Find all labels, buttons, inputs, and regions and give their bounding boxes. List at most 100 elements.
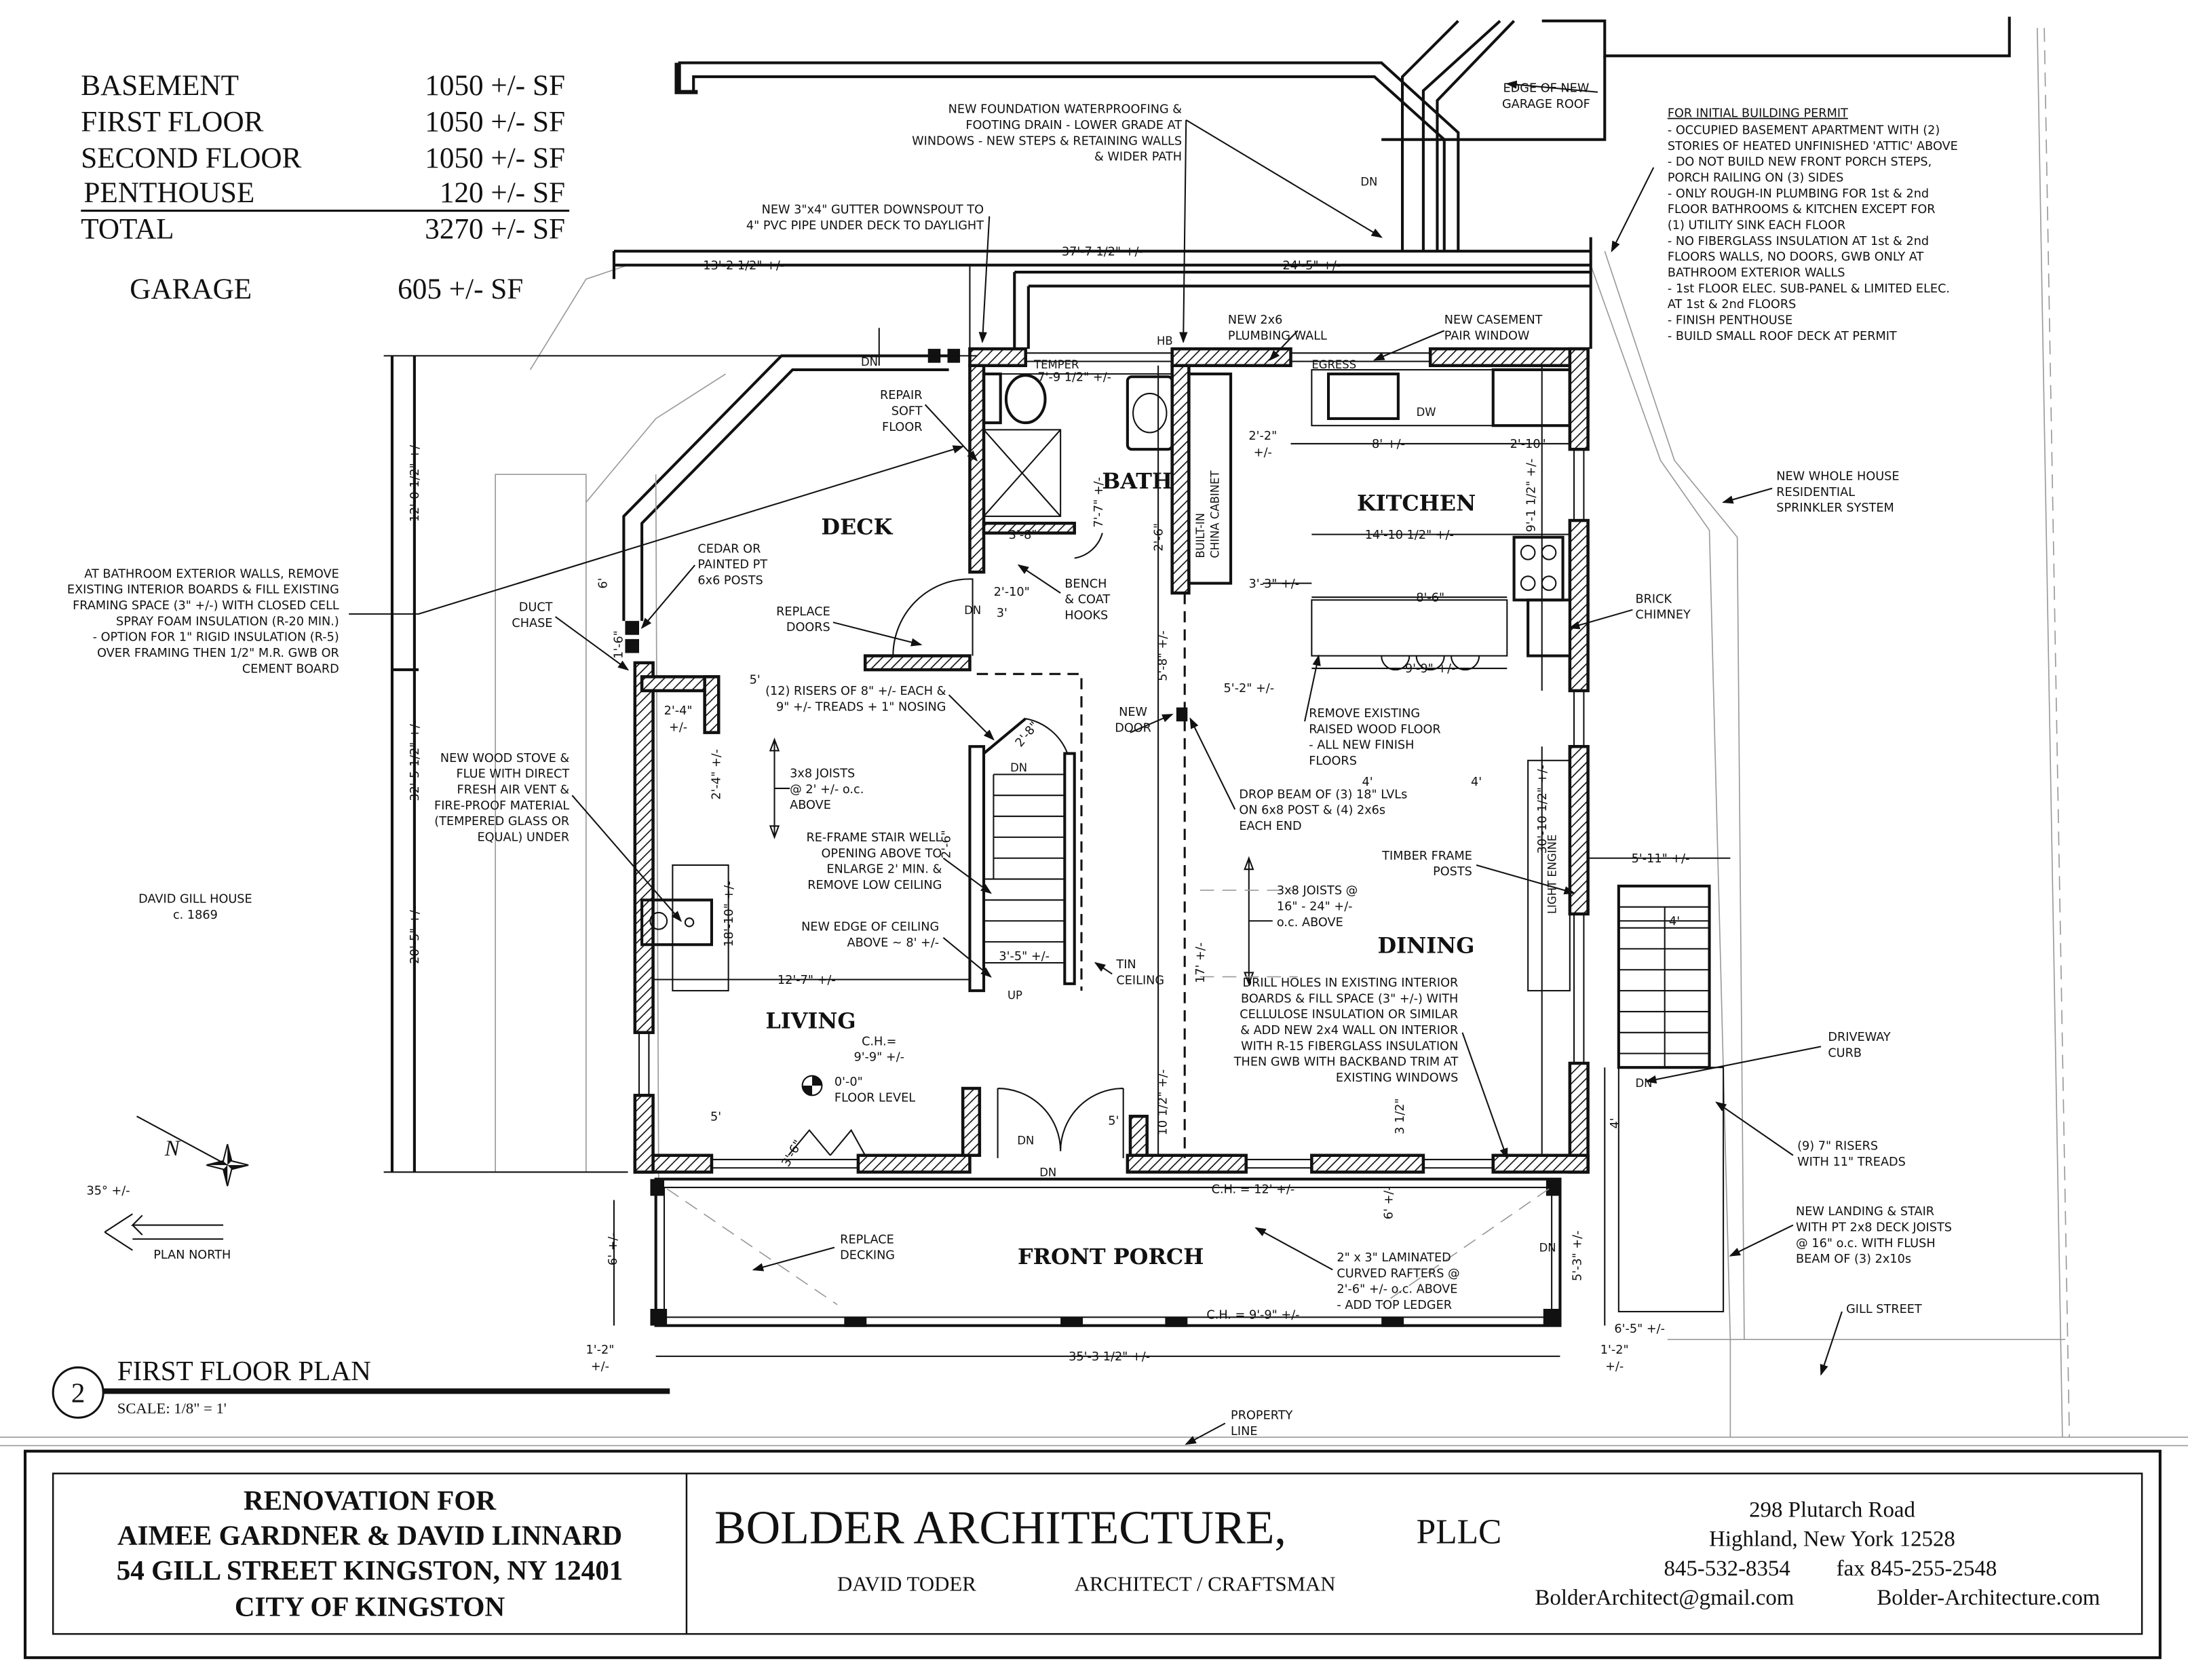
leader-lines (349, 80, 1843, 1445)
dim-porch-1-2-left: 1'-2" (586, 1343, 614, 1357)
tag-up-stair: UP (1007, 989, 1022, 1001)
dim-2-4-tol: +/- (669, 721, 687, 735)
note-line: AT BATHROOM EXTERIOR WALLS, REMOVE (84, 567, 339, 581)
note-line: CELLULOSE INSULATION OR SIMILAR (1240, 1008, 1458, 1022)
note-line: REPLACE (840, 1233, 894, 1246)
dim-3-8: 3'-8" (1009, 529, 1037, 542)
compass-star-icon (136, 1115, 249, 1187)
dim-8-6: 8'-6" (1416, 591, 1444, 605)
dim-right-top: 24'-5" +/- (1282, 259, 1341, 273)
area-label-total: TOTAL (81, 214, 174, 246)
note-line: OVER FRAMING THEN 1/2" M.R. GWB OR (97, 647, 339, 660)
note-line: NEW 3"x4" GUTTER DOWNSPOUT TO (762, 204, 984, 217)
firm-email[interactable]: BolderArchitect@gmail.com (1535, 1586, 1794, 1610)
dim-overall-top: 37'-7 1/2" +/- (1062, 245, 1143, 259)
note-line: 3x8 JOISTS (790, 767, 855, 780)
dim-2-10-bath: 2'-10" (994, 586, 1030, 599)
project-address: 54 GILL STREET KINGSTON, NY 12401 (117, 1554, 623, 1586)
note-line: - OCCUPIED BASEMENT APARTMENT WITH (2) (1668, 123, 1940, 137)
area-value-first-floor: 1050 +/- SF (425, 106, 565, 138)
note-line: & ADD NEW 2x4 WALL ON INTERIOR (1240, 1024, 1458, 1037)
dim-3-6: 3'-6" (780, 1138, 805, 1169)
note-line: WINDOWS - NEW STEPS & RETAINING WALLS (912, 134, 1182, 148)
note-line: NEW LANDING & STAIR (1796, 1205, 1934, 1219)
note-line: FRESH AIR VENT & (457, 784, 570, 797)
note-line: 0'-0" (834, 1075, 863, 1089)
note-line: ON 6x8 POST & (4) 2x6s (1239, 804, 1385, 818)
note-line: PAIR WINDOW (1444, 329, 1530, 343)
note-permit-title: FOR INITIAL BUILDING PERMIT (1668, 107, 1848, 121)
note-light-engine: LIGHT ENGINE (1546, 835, 1558, 914)
drawing-title-text: FIRST FLOOR PLAN (117, 1355, 371, 1386)
dim-4-c: 4' (1669, 915, 1680, 928)
note-line: REMOVE EXISTING (1309, 707, 1420, 721)
tag-dn-front: DN (1017, 1134, 1034, 1147)
dim-12-7: 12'-7" +/- (778, 974, 836, 987)
note-line: FLOOR (882, 421, 922, 434)
note-line: 3x8 JOISTS @ (1277, 884, 1358, 898)
note-line: EQUAL) UNDER (477, 831, 569, 845)
note-joists-living: 3x8 JOISTS @ 2' +/- o.c. ABOVE (790, 767, 864, 812)
tag-dn-garage: DN (1360, 176, 1377, 189)
dim-k-2-2-tol: +/- (1254, 446, 1272, 459)
firm-suffix: PLLC (1417, 1512, 1502, 1551)
area-label-garage: GARAGE (130, 273, 252, 305)
dim-2-6-stair: 2'-6" (940, 830, 954, 858)
note-line: c. 1869 (173, 909, 218, 922)
note-line: ABOVE (790, 799, 831, 812)
project-line-1: RENOVATION FOR (244, 1485, 497, 1516)
dim-k-9-1: 9'-1 1/2" +/- (1524, 459, 1538, 533)
note-line: RESIDENTIAL (1776, 486, 1855, 499)
note-line: FIRE-PROOF MATERIAL (434, 799, 569, 813)
dim-10-half: 10 1/2" +/- (1156, 1069, 1170, 1135)
tag-dn-deck: DN (861, 356, 878, 368)
tag-dn-porch-side: DN (1539, 1242, 1556, 1255)
room-label-living: LIVING (765, 1008, 856, 1034)
note-line: DOOR (1115, 721, 1151, 735)
tag-dn-porch: DN (1039, 1166, 1056, 1179)
note-line: FOOTING DRAIN - LOWER GRADE AT (965, 119, 1182, 132)
note-line: @ 2' +/- o.c. (790, 783, 864, 797)
note-line: NEW FOUNDATION WATERPROOFING & (948, 103, 1183, 117)
note-line: CURB (1828, 1046, 1862, 1060)
firm-website[interactable]: Bolder-Architecture.com (1877, 1586, 2100, 1610)
area-label-second-floor: SECOND FLOOR (81, 142, 301, 174)
note-line: FLOORS (1309, 755, 1357, 768)
project-client: AIMEE GARDNER & DAVID LINNARD (117, 1520, 622, 1551)
dim-porch-6: 6' +/- (607, 1232, 620, 1265)
note-line: (TEMPERED GLASS OR (434, 815, 569, 828)
dimension-labels: 37'-7 1/2" +/- 13'-2 1/2" +/- 24'-5" +/-… (408, 245, 1689, 1373)
architect-name: DAVID TODER (837, 1572, 976, 1595)
note-line: TIMBER FRAME (1381, 849, 1472, 863)
note-line: FLOOR LEVEL (834, 1091, 915, 1105)
dim-17: 17' +/- (1194, 942, 1208, 983)
dim-1-6: 1'-6" (612, 630, 626, 659)
note-line: CEMENT BOARD (242, 662, 339, 676)
dim-bath-depth: 7'-7" +/- (1092, 477, 1106, 528)
note-line: (12) RISERS OF 8" +/- EACH & (765, 685, 946, 698)
note-line: SPRINKLER SYSTEM (1776, 501, 1894, 515)
note-line: EXISTING WINDOWS (1336, 1071, 1458, 1085)
firm-address-city: Highland, New York 12528 (1709, 1527, 1955, 1552)
firm-phone: 845-532-8354 (1664, 1557, 1790, 1581)
note-line: PORCH RAILING ON (3) SIDES (1668, 171, 1844, 185)
note-line: BRICK (1636, 592, 1672, 606)
dim-k-14-10: 14'-10 1/2" +/- (1365, 529, 1454, 542)
note-line: BOARDS & FILL SPACE (3" +/-) WITH (1241, 992, 1458, 1006)
dim-18-10: 18'-10" +/- (723, 881, 736, 947)
room-label-dining: DINING (1378, 933, 1475, 959)
note-line: - NO FIBERGLASS INSULATION AT 1st & 2nd (1668, 235, 1929, 248)
note-line: 6x6 POSTS (697, 574, 763, 588)
project-city: CITY OF KINGSTON (235, 1590, 505, 1622)
dim-4-d: 4' (1609, 1118, 1622, 1128)
